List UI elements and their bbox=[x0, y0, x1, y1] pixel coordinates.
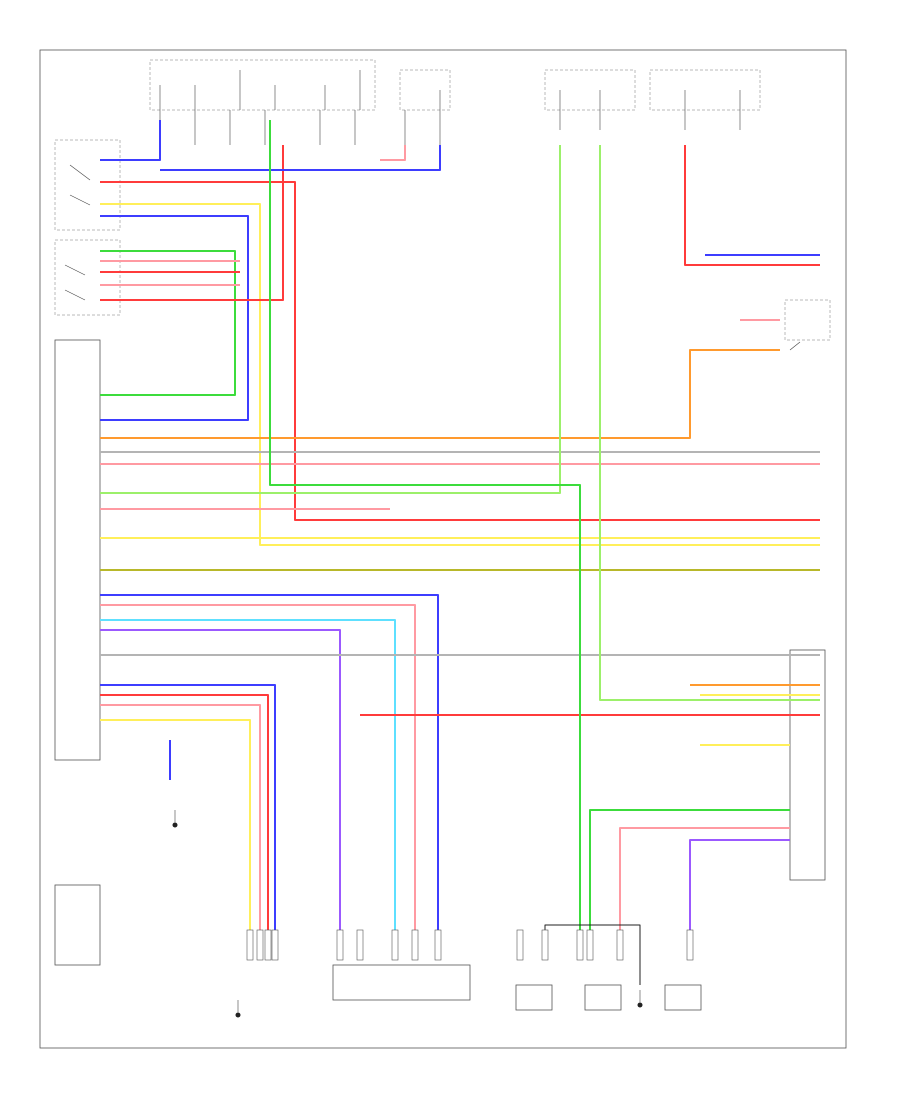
wire-orange bbox=[100, 349, 780, 439]
wire-layer bbox=[100, 120, 820, 985]
wire-pink bbox=[380, 145, 406, 161]
wire-red bbox=[100, 181, 820, 521]
connector-pin bbox=[264, 929, 272, 961]
fuse-box-right bbox=[544, 69, 761, 130]
wire-violet bbox=[689, 839, 790, 930]
ground-symbol bbox=[235, 1000, 241, 1018]
wire-blue bbox=[100, 684, 276, 930]
wire-green bbox=[100, 250, 236, 396]
connector-pin bbox=[434, 929, 442, 961]
wire-dark bbox=[544, 924, 641, 985]
component-bottom-center-module bbox=[332, 964, 471, 1001]
connector-pin bbox=[411, 929, 419, 961]
wire-red bbox=[100, 145, 284, 301]
connector-pin bbox=[246, 929, 254, 961]
wire-pink bbox=[619, 827, 790, 930]
wire-pink bbox=[100, 604, 416, 930]
component-left-switch-top bbox=[54, 139, 121, 231]
component-bottom-sensor-3 bbox=[664, 984, 702, 1011]
component-bottom-sensor-1 bbox=[515, 984, 553, 1011]
component-left-module bbox=[54, 339, 101, 761]
component-left-switch-mid bbox=[54, 239, 121, 316]
connector-pin bbox=[586, 929, 594, 961]
wire-yellow bbox=[100, 203, 820, 546]
wire-yellow bbox=[100, 719, 251, 930]
fuse-box-left bbox=[149, 59, 376, 145]
component-right-module bbox=[789, 649, 826, 881]
connector-pin bbox=[336, 929, 344, 961]
component-left-lower-module bbox=[54, 884, 101, 966]
connector-pin bbox=[541, 929, 549, 961]
component-bottom-sensor-2 bbox=[584, 984, 622, 1011]
wire-blue bbox=[160, 145, 441, 171]
wire-violet bbox=[100, 629, 341, 930]
ground-symbol bbox=[637, 990, 643, 1008]
wire-lightgreen bbox=[599, 145, 820, 701]
connector-pin bbox=[256, 929, 264, 961]
component-right-switch bbox=[784, 299, 831, 351]
connector-pin bbox=[391, 929, 399, 961]
connector-pin bbox=[356, 929, 364, 961]
wire-red bbox=[100, 694, 269, 930]
wire-blue bbox=[100, 215, 249, 421]
connector-pin bbox=[576, 929, 584, 961]
connector-pin bbox=[271, 929, 279, 961]
wire-blue bbox=[100, 120, 161, 161]
connector-pin bbox=[616, 929, 624, 961]
wire-lightgreen bbox=[100, 145, 561, 494]
connector-pin bbox=[516, 929, 524, 961]
fuse-box-center bbox=[399, 69, 451, 145]
wire-blue bbox=[100, 594, 439, 930]
wire-red bbox=[684, 145, 820, 266]
ground-symbol bbox=[172, 810, 178, 828]
connector-pin bbox=[686, 929, 694, 961]
diagram-frame bbox=[39, 49, 847, 1049]
wire-green bbox=[589, 809, 790, 930]
wire-green bbox=[269, 120, 581, 930]
wire-pink bbox=[100, 704, 261, 930]
wire-cyan bbox=[100, 619, 396, 930]
